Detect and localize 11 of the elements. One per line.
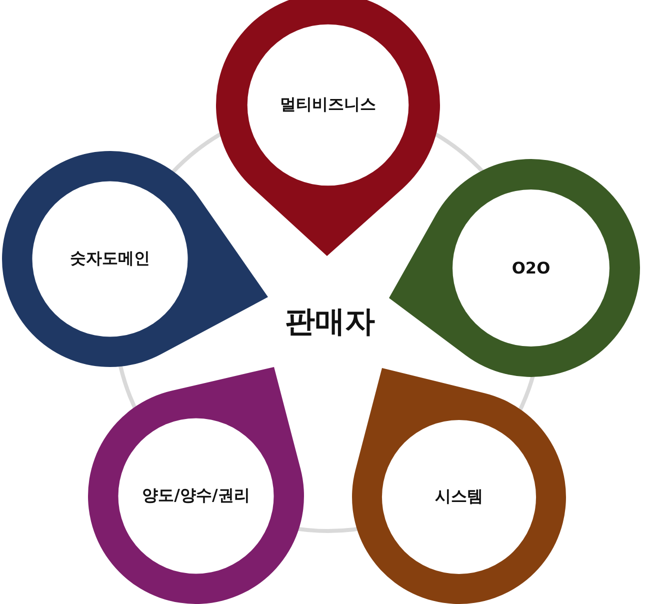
pin-marker bbox=[389, 159, 640, 377]
pin-label: 양도/양수/권리 bbox=[142, 486, 250, 506]
pin-marker bbox=[216, 0, 440, 256]
pin-marker bbox=[2, 151, 268, 367]
pin-label: 숫자도메인 bbox=[70, 248, 150, 270]
center-label: 판매자 bbox=[285, 302, 375, 342]
pin-label: O2O bbox=[512, 258, 550, 278]
pin-marker bbox=[88, 367, 304, 604]
pin-label: 시스템 bbox=[435, 486, 483, 508]
pin-label: 멀티비즈니스 bbox=[280, 94, 376, 116]
pin-marker bbox=[352, 368, 566, 604]
